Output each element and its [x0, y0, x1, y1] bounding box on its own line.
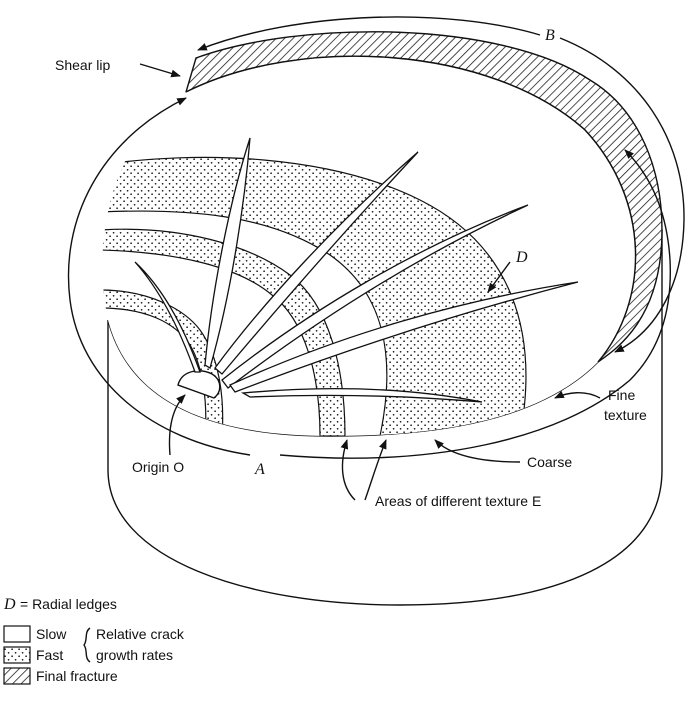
- label-b: B: [545, 27, 555, 44]
- legend: D = Radial ledges Slow Fast Relative cra…: [3, 596, 185, 684]
- areas-pointer-2: [365, 440, 386, 500]
- legend-slow-swatch: [4, 626, 30, 642]
- legend-slow-label: Slow: [36, 626, 67, 642]
- origin-label: Origin O: [132, 459, 184, 475]
- legend-fast-label: Fast: [36, 647, 63, 663]
- legend-final-label: Final fracture: [36, 668, 118, 684]
- coarse-label: Coarse: [527, 454, 572, 470]
- label-d: D: [515, 249, 528, 266]
- shear-lip-pointer: [140, 64, 180, 76]
- label-a: A: [254, 461, 265, 478]
- areas-pointer-1: [342, 440, 355, 500]
- legend-d-def: = Radial ledges: [20, 596, 117, 612]
- legend-relative-label: Relative crack: [96, 626, 185, 642]
- legend-d-key: D: [3, 596, 16, 613]
- legend-fast-swatch: [4, 647, 30, 663]
- legend-brace: [84, 628, 90, 662]
- legend-growth-label: growth rates: [96, 647, 173, 663]
- texture-label: texture: [604, 407, 647, 423]
- fine-pointer: [555, 393, 600, 398]
- areas-label: Areas of different texture E: [375, 493, 541, 509]
- fine-label: Fine: [608, 387, 635, 403]
- legend-final-swatch: [4, 668, 30, 684]
- shear-lip-label: Shear lip: [55, 57, 110, 73]
